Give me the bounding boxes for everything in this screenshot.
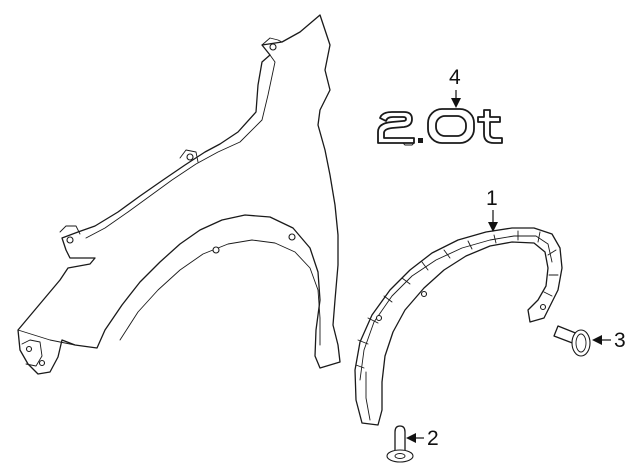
wheel-opening-molding <box>354 227 563 426</box>
callout-4: 4 <box>449 66 461 108</box>
callout-3: 3 <box>592 329 626 352</box>
callout-3-label: 3 <box>614 329 626 352</box>
callout-1: 1 <box>486 187 498 232</box>
callout-1-label: 1 <box>486 187 498 210</box>
callout-2-label: 2 <box>427 427 439 450</box>
callout-4-label: 4 <box>449 66 461 89</box>
push-pin-clip <box>553 325 591 357</box>
emblem-badge <box>377 108 503 146</box>
fender-panel <box>17 14 341 375</box>
callout-2: 2 <box>406 427 439 450</box>
retainer-clip <box>386 425 414 463</box>
